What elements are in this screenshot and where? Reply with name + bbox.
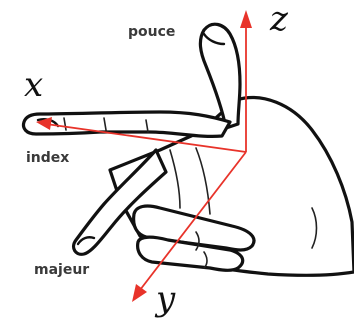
y-axis-arrowhead: [132, 284, 147, 302]
hand-illustration: [24, 24, 354, 275]
index-label: index: [26, 150, 69, 166]
y-axis-label: y: [154, 279, 176, 319]
index-finger-outline: [24, 112, 231, 136]
middle-finger-label: majeur: [34, 262, 89, 278]
thumb-label: pouce: [128, 24, 175, 40]
z-axis-label: z: [269, 0, 289, 39]
x-axis-label: x: [24, 65, 43, 105]
z-axis-arrowhead: [240, 10, 252, 28]
